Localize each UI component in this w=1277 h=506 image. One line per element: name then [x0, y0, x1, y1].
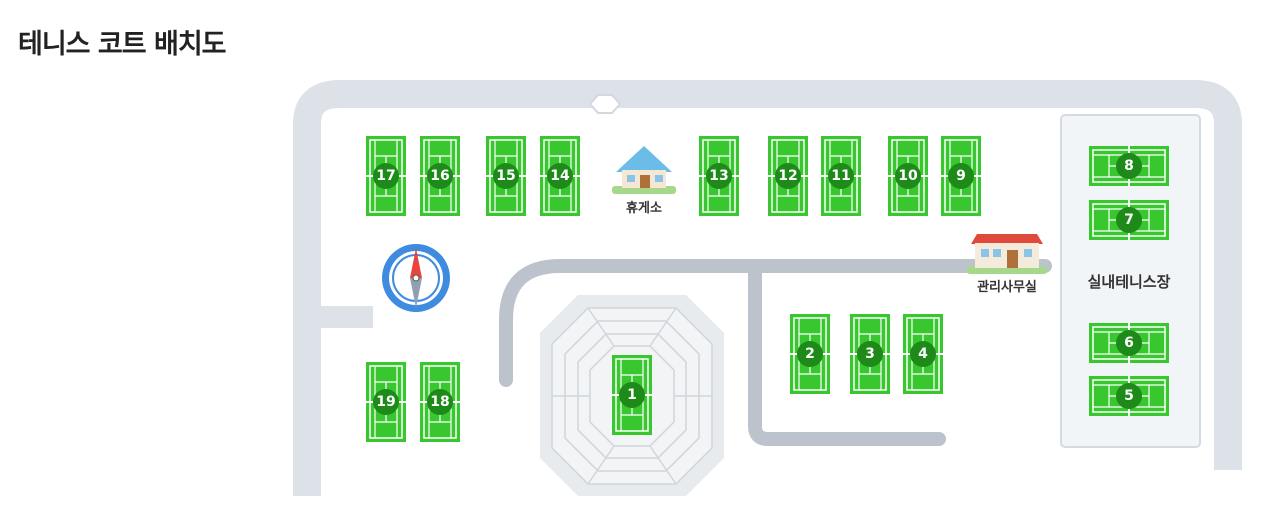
court-2[interactable]: 2: [790, 314, 830, 394]
office-building-icon: [967, 234, 1047, 274]
court-14[interactable]: 14: [540, 136, 580, 216]
court-number-label: 9: [956, 168, 966, 184]
court-number-label: 1: [627, 387, 637, 403]
court-badge: [427, 389, 453, 415]
court-number-label: 2: [805, 346, 815, 362]
office-label: 관리사무실: [977, 279, 1037, 295]
court-11[interactable]: 11: [821, 136, 861, 216]
court-badge: [797, 341, 823, 367]
court-badge: [895, 163, 921, 189]
court-badge: [857, 341, 883, 367]
court-badge: [493, 163, 519, 189]
court-badge: [828, 163, 854, 189]
perimeter-road: [293, 80, 1242, 496]
court-badge: [775, 163, 801, 189]
court-number-label: 16: [430, 168, 449, 184]
court-number-label: 7: [1124, 212, 1134, 228]
rest-area-label: 휴게소: [626, 200, 662, 216]
court-badge: [547, 163, 573, 189]
court-number-label: 18: [430, 394, 449, 410]
rest-house-icon: [612, 146, 676, 194]
court-badge: [1116, 383, 1142, 409]
left-spur-road: [307, 306, 373, 328]
court-number-label: 13: [709, 168, 728, 184]
inner-path-connector: [748, 259, 946, 446]
court-8[interactable]: 8: [1089, 146, 1169, 186]
court-number-label: 3: [865, 346, 875, 362]
court-badge: [373, 389, 399, 415]
court-16[interactable]: 16: [420, 136, 460, 216]
inner-path-arc: [499, 259, 1052, 387]
court-15[interactable]: 15: [486, 136, 526, 216]
court-5[interactable]: 5: [1089, 376, 1169, 416]
court-number-label: 6: [1124, 335, 1134, 351]
court-17[interactable]: 17: [366, 136, 406, 216]
court-13[interactable]: 13: [699, 136, 739, 216]
court-badge: [1116, 153, 1142, 179]
compass-icon: [382, 244, 450, 312]
court-3[interactable]: 3: [850, 314, 890, 394]
court-badge: [619, 382, 645, 408]
top-gate: [588, 94, 622, 114]
court-6[interactable]: 6: [1089, 323, 1169, 363]
court-badge: [1116, 207, 1142, 233]
court-number-label: 8: [1124, 158, 1134, 174]
court-7[interactable]: 7: [1089, 200, 1169, 240]
court-number-label: 10: [898, 168, 918, 184]
indoor-tennis-hall: [1060, 114, 1201, 448]
court-badge: [948, 163, 974, 189]
court-number-label: 4: [918, 346, 928, 362]
court-badge: [1116, 330, 1142, 356]
court-number-label: 12: [778, 168, 797, 184]
court-1[interactable]: 1: [612, 355, 652, 435]
court-19[interactable]: 19: [366, 362, 406, 442]
court-badge: [427, 163, 453, 189]
court-badge: [706, 163, 732, 189]
court-number-label: 17: [376, 168, 395, 184]
court-number-label: 5: [1124, 388, 1134, 404]
page-title: 테니스 코트 배치도: [18, 29, 227, 60]
court-9[interactable]: 9: [941, 136, 981, 216]
court-12[interactable]: 12: [768, 136, 808, 216]
court-number-label: 15: [496, 168, 515, 184]
court-10[interactable]: 10: [888, 136, 928, 216]
court-badge: [373, 163, 399, 189]
court-number-label: 19: [376, 394, 395, 410]
court-4[interactable]: 4: [903, 314, 943, 394]
court-18[interactable]: 18: [420, 362, 460, 442]
court-number-label: 11: [831, 168, 850, 184]
court-badge: [910, 341, 936, 367]
indoor-hall-label: 실내테니스장: [1088, 273, 1171, 291]
court-number-label: 14: [550, 168, 570, 184]
